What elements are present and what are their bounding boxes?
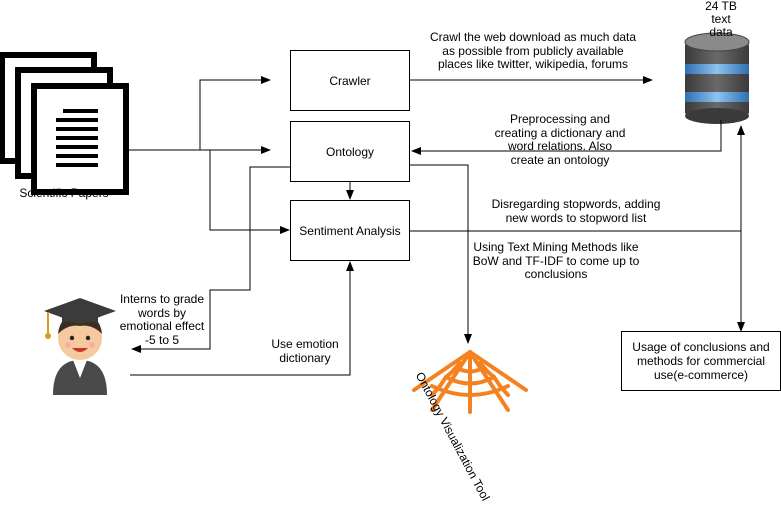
database-icon [684, 32, 750, 124]
edge-interns-to-sentiment [130, 261, 354, 376]
text-mining-edge-label: Using Text Mining Methods like BoW and T… [472, 240, 640, 281]
document-stack-icon [0, 52, 129, 195]
edge-to-crawler [199, 76, 271, 150]
conclusions-label: Usage of conclusions and methods for com… [632, 340, 770, 382]
edge-ontology-to-viz [410, 164, 472, 344]
conclusions-box: Usage of conclusions and methods for com… [621, 331, 781, 391]
diagram-canvas [0, 32, 750, 414]
crawler-box: Crawler [290, 50, 410, 111]
scientific-papers-label: Scientific Papers [19, 186, 109, 200]
edges [128, 76, 745, 376]
ontology-box: Ontology [290, 121, 410, 182]
edge-to-sentiment [209, 150, 290, 234]
sentiment-analysis-box: Sentiment Analysis [290, 200, 410, 261]
edge-db-to-ontology [411, 120, 722, 155]
ontology-label: Ontology [325, 144, 375, 159]
stopwords-edge-label: Disregarding stopwords, adding new words… [491, 197, 661, 225]
preprocessing-edge-label: Preprocessing and creating a dictionary … [494, 112, 626, 167]
emotion-dictionary-edge-label: Use emotion dictionary [271, 337, 339, 365]
database-label: 24 TB text data [705, 0, 737, 39]
sentiment-analysis-label: Sentiment Analysis [299, 223, 401, 238]
edge-ontology-to-interns [131, 166, 290, 353]
crawl-edge-label: Crawl the web download as much data as p… [429, 30, 637, 71]
interns-edge-label: Interns to grade words by emotional effe… [119, 292, 205, 347]
graduate-student-icon [44, 298, 116, 395]
spider-web-icon [412, 350, 528, 414]
crawler-label: Crawler [329, 73, 371, 88]
